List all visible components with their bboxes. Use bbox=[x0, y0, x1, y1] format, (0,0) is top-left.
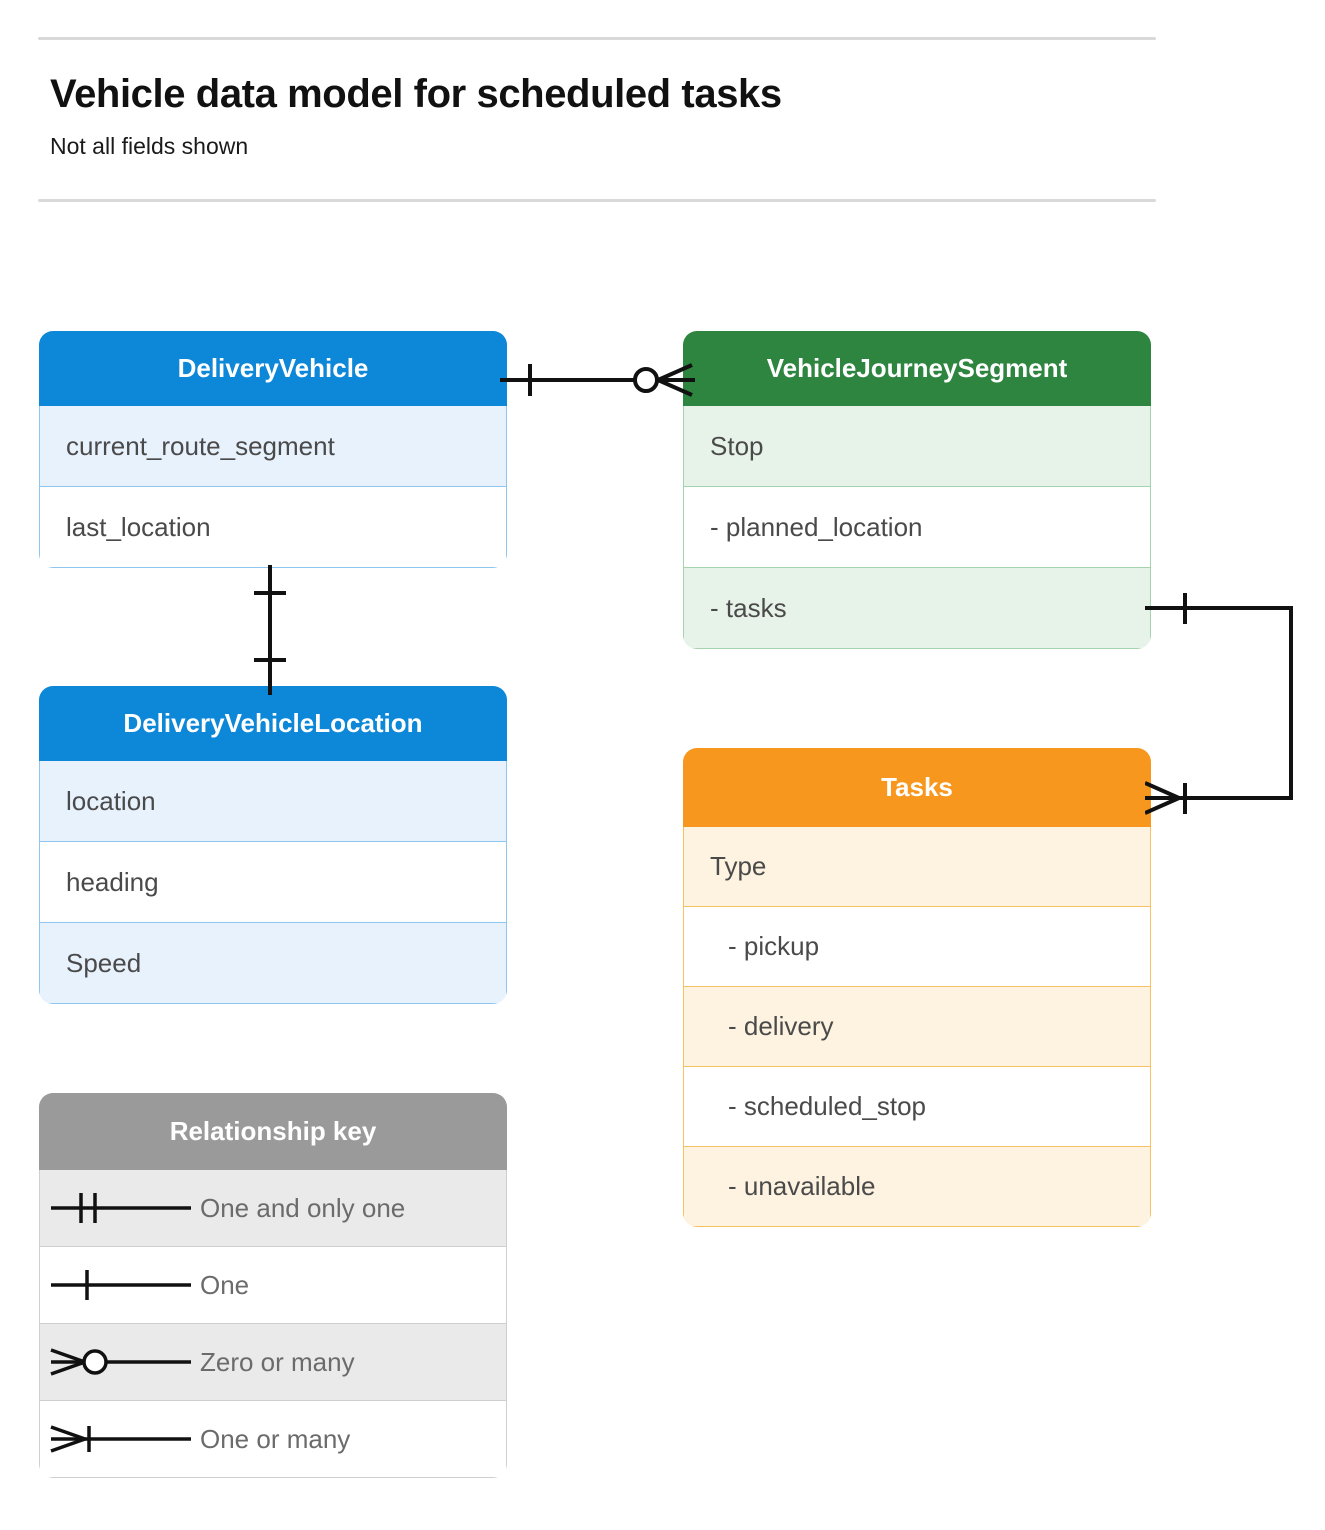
one-icon bbox=[40, 1265, 200, 1305]
entity-field-row: - unavailable bbox=[683, 1147, 1151, 1227]
entity-field-row: - pickup bbox=[683, 907, 1151, 987]
page-title: Vehicle data model for scheduled tasks bbox=[50, 72, 782, 116]
entity-header-delivery-vehicle-location: DeliveryVehicleLocation bbox=[39, 686, 507, 761]
relationship-vehicle-journey-segment-to-tasks bbox=[1144, 585, 1325, 815]
relationship-delivery-vehicle-to-vehicle-journey-segment bbox=[500, 350, 695, 410]
page-subtitle: Not all fields shown bbox=[50, 133, 249, 159]
zero-or-many-icon bbox=[40, 1342, 200, 1382]
entity-vehicle-journey-segment[interactable]: VehicleJourneySegment Stop - planned_loc… bbox=[683, 331, 1151, 649]
entity-delivery-vehicle-location[interactable]: DeliveryVehicleLocation location heading… bbox=[39, 686, 507, 1004]
entity-delivery-vehicle[interactable]: DeliveryVehicle current_route_segment la… bbox=[39, 331, 507, 568]
relationship-key-legend[interactable]: Relationship key One and only one One bbox=[39, 1093, 507, 1478]
legend-item-label: Zero or many bbox=[200, 1346, 355, 1377]
entity-field-row: - tasks bbox=[683, 568, 1151, 649]
entity-field-row: location bbox=[39, 761, 507, 842]
legend-item-one-or-many: One or many bbox=[39, 1401, 507, 1478]
legend-item-label: One or many bbox=[200, 1423, 351, 1454]
entity-field-row: Type bbox=[683, 827, 1151, 907]
entity-field-row: Stop bbox=[683, 406, 1151, 487]
legend-item-zero-or-many: Zero or many bbox=[39, 1324, 507, 1401]
legend-header: Relationship key bbox=[39, 1093, 507, 1170]
entity-field-row: Speed bbox=[39, 923, 507, 1004]
entity-tasks[interactable]: Tasks Type - pickup - delivery - schedul… bbox=[683, 748, 1151, 1227]
legend-item-one-and-only-one: One and only one bbox=[39, 1170, 507, 1247]
entity-field-row: - delivery bbox=[683, 987, 1151, 1067]
entity-field-row: - planned_location bbox=[683, 487, 1151, 568]
entity-field-row: current_route_segment bbox=[39, 406, 507, 487]
entity-field-row: heading bbox=[39, 842, 507, 923]
entity-field-row: last_location bbox=[39, 487, 507, 568]
one-and-only-one-icon bbox=[40, 1188, 200, 1228]
entity-header-vehicle-journey-segment: VehicleJourneySegment bbox=[683, 331, 1151, 406]
entity-field-row: - scheduled_stop bbox=[683, 1067, 1151, 1147]
legend-item-label: One and only one bbox=[200, 1192, 406, 1223]
entity-header-delivery-vehicle: DeliveryVehicle bbox=[39, 331, 507, 406]
legend-item-one: One bbox=[39, 1247, 507, 1324]
one-or-many-icon bbox=[40, 1419, 200, 1459]
header-divider-top bbox=[38, 37, 1156, 40]
entity-header-tasks: Tasks bbox=[683, 748, 1151, 827]
relationship-delivery-vehicle-to-delivery-vehicle-location bbox=[240, 565, 300, 695]
header-divider-bottom bbox=[38, 199, 1156, 202]
legend-item-label: One bbox=[200, 1269, 250, 1300]
